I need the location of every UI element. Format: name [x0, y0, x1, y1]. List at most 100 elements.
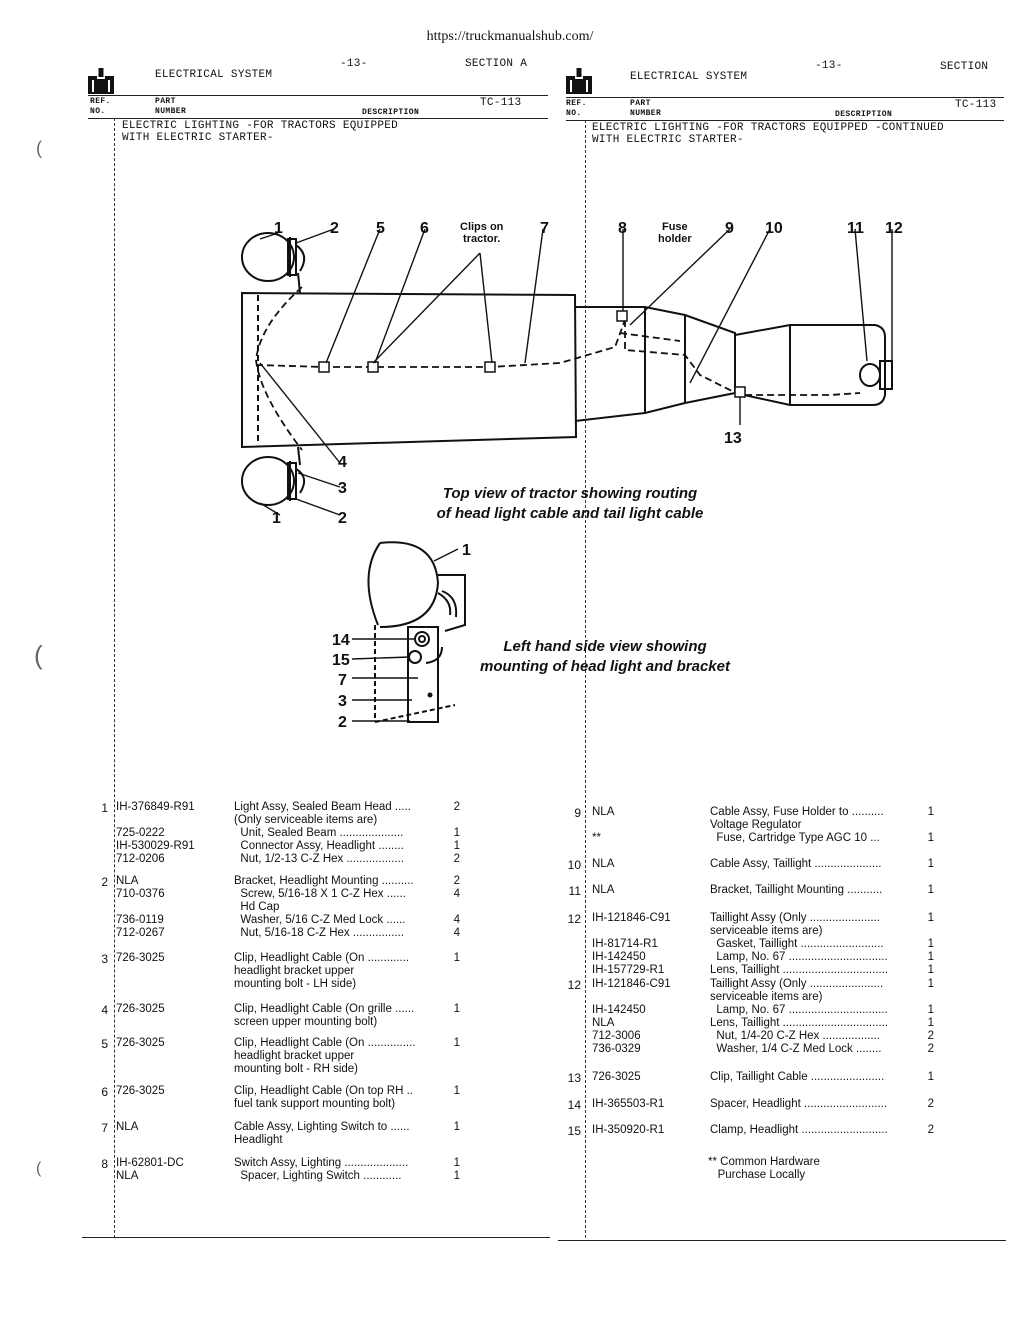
part-ref-number: 8: [101, 1157, 108, 1171]
part-number: 726-3025: [116, 952, 165, 964]
part-ref-number: 4: [101, 1003, 108, 1017]
part-quantity: 1: [453, 1157, 460, 1169]
side-callout-14: 14: [332, 632, 350, 649]
part-description: headlight bracket upper: [234, 1050, 355, 1062]
part-description: Nut, 1/2-13 C-Z Hex ..................: [234, 853, 404, 865]
clips-on-tractor-label: Clips on tractor.: [460, 221, 504, 245]
part-ref-number: 12: [567, 978, 581, 992]
part-description: Cable Assy, Fuse Holder to ..........: [710, 806, 884, 818]
side-view-caption: Left hand side view showing mounting of …: [479, 638, 730, 675]
part-description: Clip, Headlight Cable (On grille ......: [234, 1003, 415, 1015]
part-quantity: 2: [927, 1124, 934, 1136]
part-ref-number: 1: [101, 801, 108, 815]
side-callout-3: 3: [338, 693, 347, 710]
part-quantity: 4: [453, 914, 460, 926]
part-description: Gasket, Taillight ......................…: [710, 938, 884, 950]
part-description: Clamp, Headlight .......................…: [710, 1124, 888, 1136]
callout-1-top: 1: [274, 220, 283, 237]
callout-2-bottom: 2: [338, 510, 347, 525]
callout-3: 3: [338, 480, 347, 497]
part-number: 726-3025: [116, 1037, 165, 1049]
part-number: 726-3025: [592, 1071, 641, 1083]
callout-7-top: 7: [540, 220, 549, 237]
part-number: 712-0267: [116, 927, 165, 939]
part-number: IH-376849-R91: [116, 801, 195, 813]
part-number: 736-0329: [592, 1043, 641, 1055]
part-quantity: 1: [927, 1017, 934, 1029]
part-number: 725-0222: [116, 827, 165, 839]
part-number: NLA: [592, 858, 615, 870]
part-description: Unit, Sealed Beam ....................: [234, 827, 404, 839]
part-description: Switch Assy, Lighting ..................…: [234, 1157, 409, 1169]
part-number: IH-121846-C91: [592, 978, 671, 990]
left-heading-line1: ELECTRIC LIGHTING -FOR TRACTORS EQUIPPED: [122, 120, 399, 132]
part-description: Lamp, No. 67 ...........................…: [710, 1004, 888, 1016]
part-number: IH-62801-DC: [116, 1157, 184, 1169]
part-description: Clip, Headlight Cable (On .............: [234, 952, 410, 964]
left-header-section: SECTION A: [465, 58, 528, 70]
part-quantity: 1: [927, 1004, 934, 1016]
part-description: Light Assy, Sealed Beam Head .....: [234, 801, 411, 813]
part-description: Washer, 5/16 C-Z Med Lock ......: [234, 914, 406, 926]
part-description: Bracket, Taillight Mounting ...........: [710, 884, 883, 896]
part-number: IH-142450: [592, 951, 646, 963]
part-number: NLA: [116, 1121, 139, 1133]
part-quantity: 2: [453, 853, 460, 865]
callout-4: 4: [338, 454, 347, 471]
side-callout-1: 1: [462, 542, 471, 559]
part-ref-number: 13: [567, 1071, 581, 1085]
part-quantity: 1: [453, 952, 460, 964]
right-heading-line1: ELECTRIC LIGHTING -FOR TRACTORS EQUIPPED…: [592, 122, 944, 134]
part-description: serviceable items are): [710, 991, 823, 1003]
part-quantity: 2: [453, 801, 460, 813]
right-ref-no-label: REF. NO.: [566, 99, 587, 118]
part-ref-number: 15: [567, 1124, 581, 1138]
part-description: Voltage Regulator: [710, 819, 802, 831]
part-quantity: 2: [927, 1030, 934, 1042]
part-description: Spacer, Lighting Switch ............: [234, 1170, 402, 1182]
part-number: **: [592, 832, 601, 844]
side-view-headlight-diagram: 1 14 15 7 3 2: [332, 541, 471, 730]
part-quantity: 1: [453, 1121, 460, 1133]
part-ref-number: 9: [574, 806, 581, 820]
part-number: IH-350920-R1: [592, 1124, 665, 1136]
part-number: 726-3025: [116, 1085, 165, 1097]
top-view-caption: Top view of tractor showing routing of h…: [436, 485, 704, 522]
part-ref-number: 10: [567, 858, 581, 872]
part-description: fuel tank support mounting bolt): [234, 1098, 396, 1110]
part-number: IH-142450: [592, 1004, 646, 1016]
callout-11: 11: [847, 220, 864, 237]
part-quantity: 4: [453, 927, 460, 939]
part-quantity: 2: [927, 1043, 934, 1055]
part-description: Bracket, Headlight Mounting ..........: [234, 875, 414, 887]
left-ref-no-label: REF. NO.: [90, 97, 111, 116]
part-description: Nut, 5/16-18 C-Z Hex ................: [234, 927, 404, 939]
part-number: IH-121846-C91: [592, 912, 671, 924]
callout-12: 12: [885, 220, 903, 237]
part-quantity: 1: [927, 832, 934, 844]
part-number: IH-365503-R1: [592, 1098, 665, 1110]
part-ref-number: 5: [101, 1037, 108, 1051]
side-callout-2: 2: [338, 714, 347, 730]
part-description: Clip, Headlight Cable (On top RH ..: [234, 1085, 413, 1097]
part-description: Clip, Taillight Cable ..................…: [710, 1071, 885, 1083]
part-description: Screw, 5/16-18 X 1 C-Z Hex ......: [234, 888, 406, 900]
part-number: NLA: [116, 1170, 139, 1182]
part-description: Connector Assy, Headlight ........: [234, 840, 404, 852]
part-description: Hd Cap: [234, 901, 280, 913]
part-quantity: 1: [927, 964, 934, 976]
part-description: headlight bracket upper: [234, 965, 355, 977]
part-description: (Only serviceable items are): [234, 814, 378, 826]
part-description: Spacer, Headlight ......................…: [710, 1098, 888, 1110]
part-number: NLA: [592, 806, 615, 818]
source-url[interactable]: https://truckmanualshub.com/: [426, 29, 594, 44]
callout-13: 13: [724, 430, 742, 447]
part-description: Cable Assy, Lighting Switch to ......: [234, 1121, 410, 1133]
callout-5: 5: [376, 220, 385, 237]
part-ref-number: 6: [101, 1085, 108, 1099]
part-quantity: 4: [453, 888, 460, 900]
fuse-holder-label: Fuse holder: [658, 221, 692, 245]
part-description: Cable Assy, Taillight ..................…: [710, 858, 882, 870]
left-description-label: DESCRIPTION: [362, 108, 420, 117]
part-description: Headlight: [234, 1134, 283, 1146]
